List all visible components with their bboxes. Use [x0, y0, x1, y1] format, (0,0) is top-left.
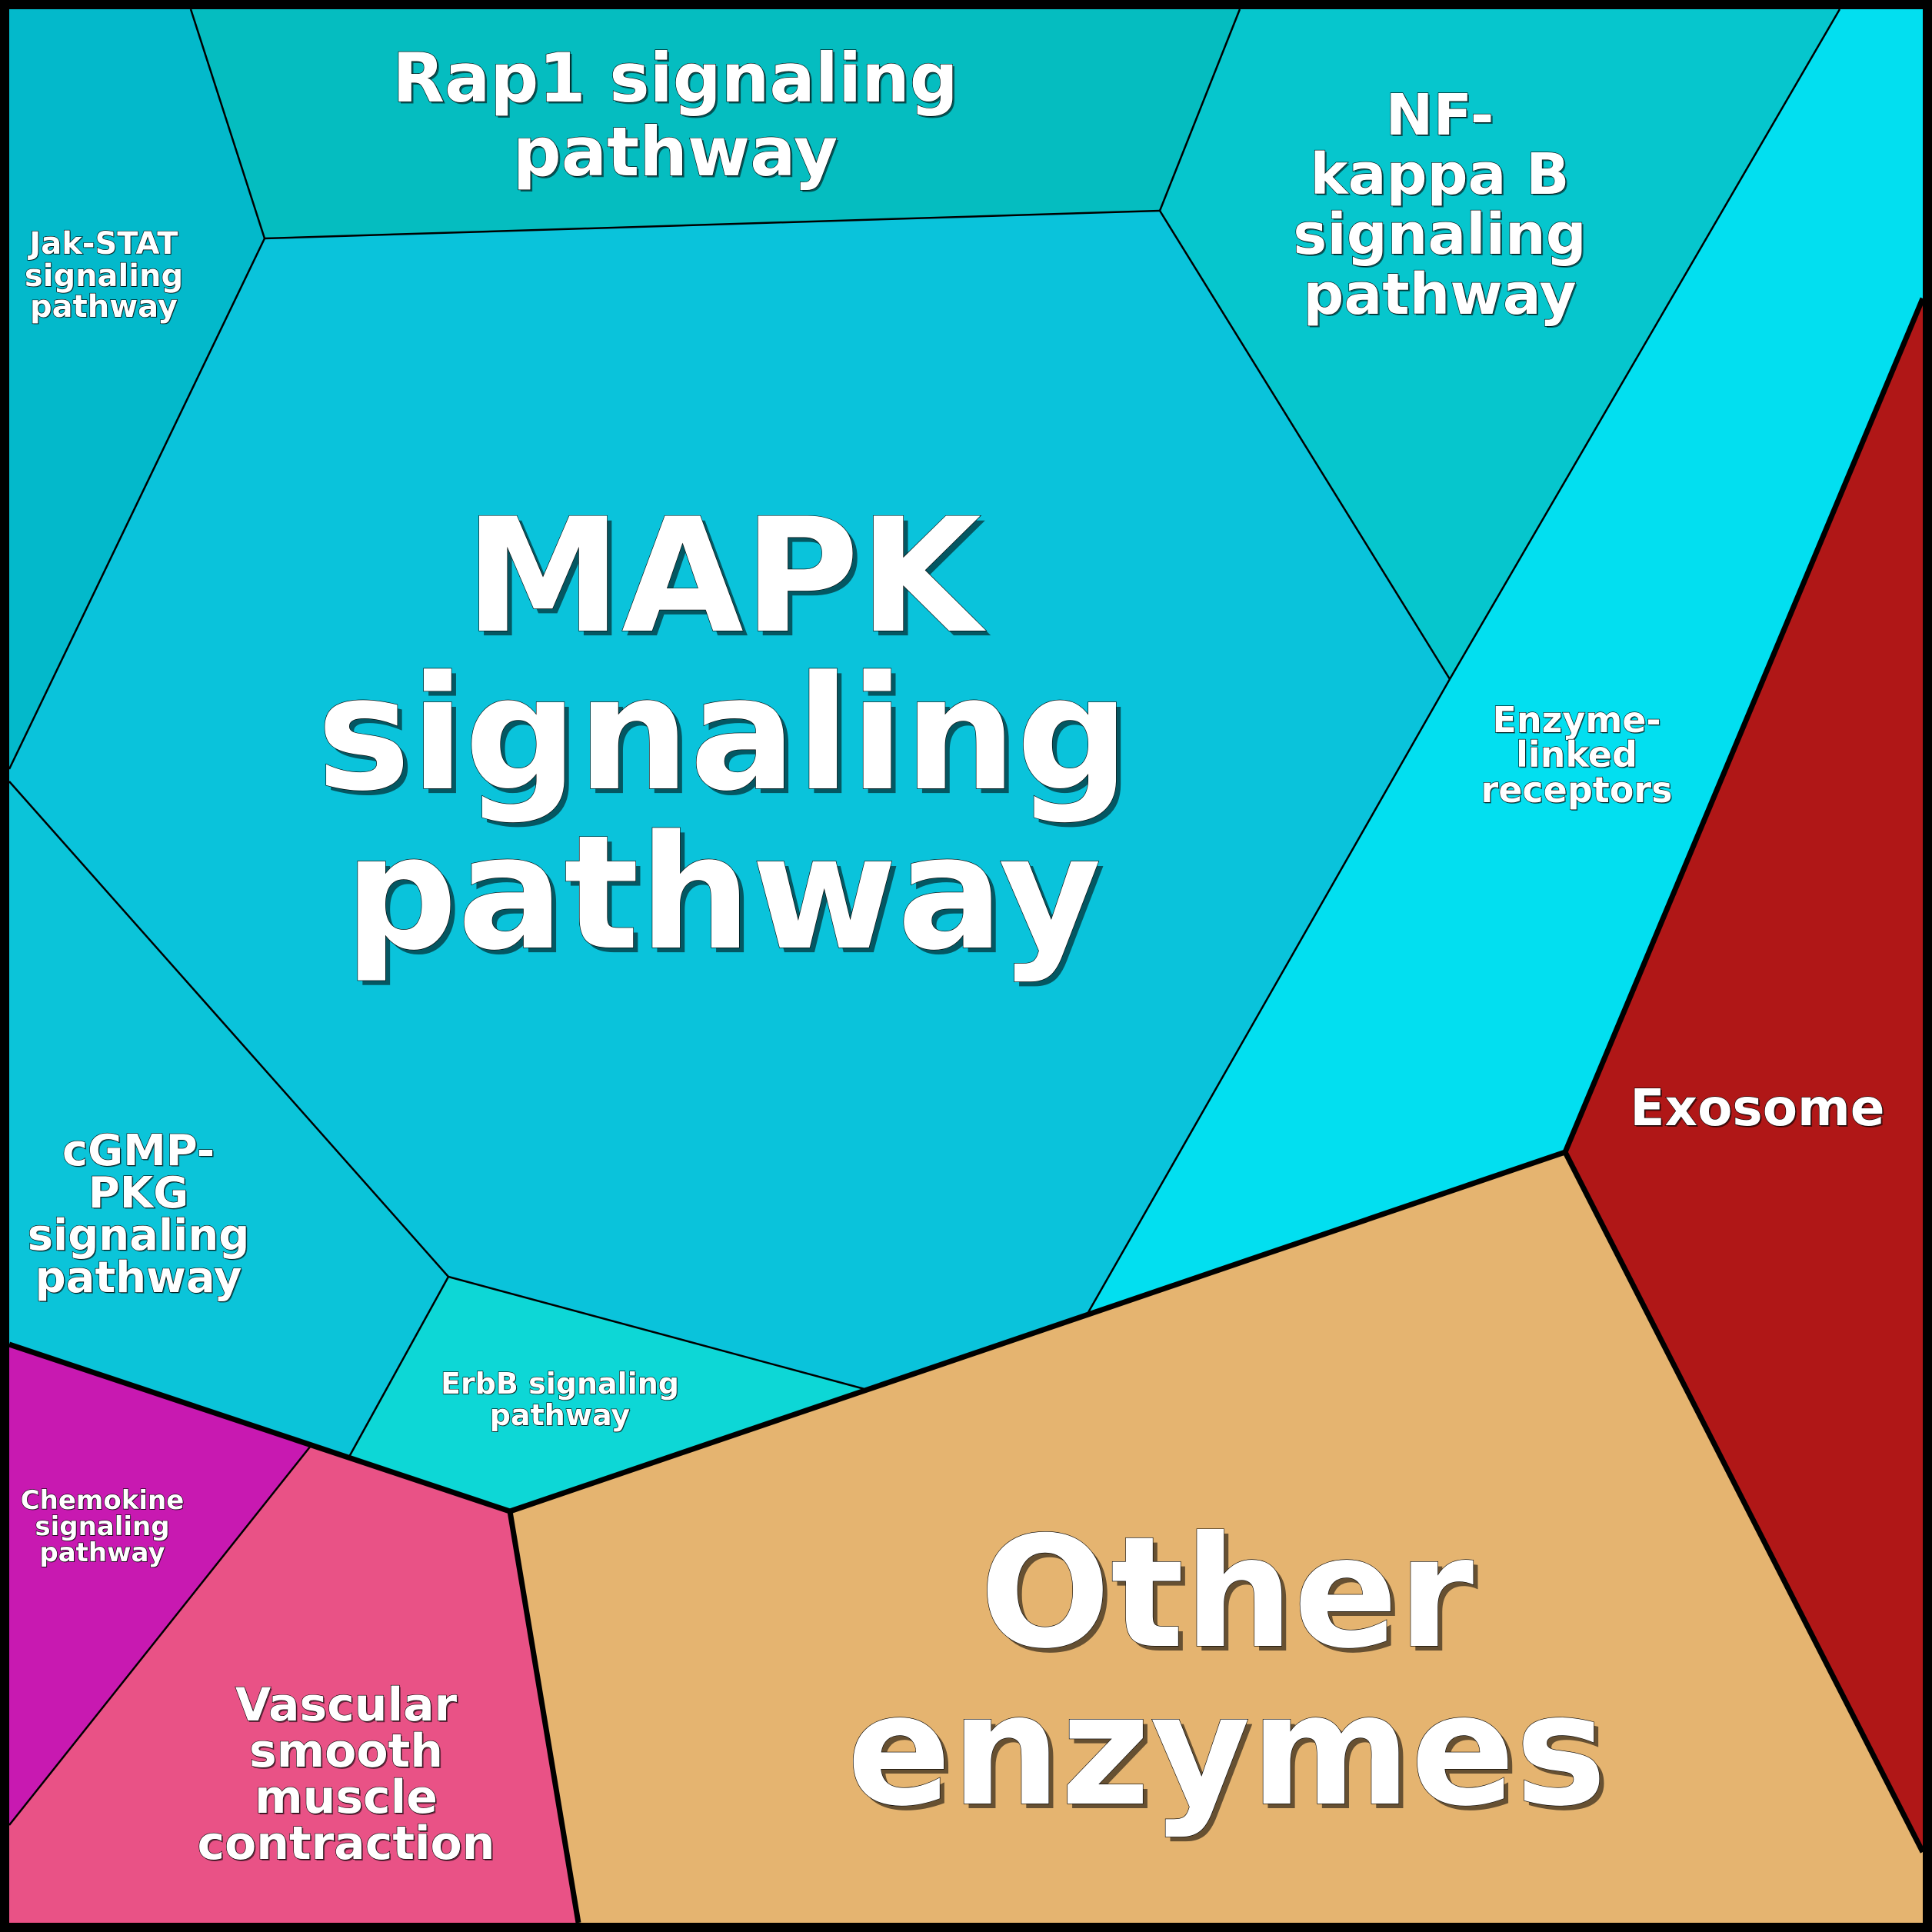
- cell-nfkb[interactable]: [1160, 9, 1840, 679]
- cell-mapk[interactable]: [8, 211, 1450, 1389]
- cell-label-other-enzymes: enzymes: [847, 1661, 1607, 1840]
- cell-label-vascular: smooth: [249, 1724, 443, 1778]
- cell-label-cgmp: cGMP-: [62, 1126, 215, 1176]
- cell-label-mapk: pathway: [345, 802, 1101, 985]
- cell-label-shadow: muscle: [256, 1772, 439, 1826]
- cell-label-shadow: Rap1 signaling: [395, 41, 961, 120]
- group-border: [507, 1511, 581, 1924]
- group-border: [1562, 297, 1926, 1154]
- cell-label-enzyme-linked: linked: [1516, 734, 1637, 775]
- cell-label-shadow: kappa B: [1312, 143, 1571, 209]
- cell-label-shadow: Vascular: [237, 1680, 459, 1734]
- cell-label-cgmp: signaling: [28, 1211, 250, 1261]
- cell-label-vascular: Vascular: [235, 1678, 458, 1732]
- cell-label-shadow: Exosome: [1631, 1080, 1886, 1139]
- cell-erbb[interactable]: [349, 1277, 864, 1511]
- cell-label-chemokine: Chemokine: [21, 1485, 185, 1516]
- cell-border: [264, 209, 1161, 240]
- cell-label-rap1: pathway: [513, 112, 838, 192]
- cell-label-shadow: enzymes: [851, 1666, 1611, 1845]
- cell-label-mapk: MAPK: [465, 485, 987, 668]
- cell-label-shadow: signaling: [25, 259, 184, 295]
- cell-label-jakstat: Jak-STAT: [27, 226, 178, 261]
- group-border: [1562, 1151, 1926, 1854]
- cell-exosome[interactable]: [1565, 298, 1923, 1852]
- cell-jakstat[interactable]: [9, 9, 265, 769]
- cell-label-mapk: signaling: [317, 643, 1130, 826]
- inner-borders: [8, 8, 1841, 1826]
- cell-label-shadow: signaling: [28, 1212, 251, 1262]
- cell-label-shadow: pathway: [36, 1254, 243, 1304]
- cell-label-erbb: ErbB signaling: [441, 1367, 679, 1401]
- cell-border: [8, 781, 449, 1277]
- cell-label-jakstat: signaling: [25, 258, 183, 294]
- cell-label-erbb: pathway: [490, 1398, 631, 1432]
- cell-border: [1158, 210, 1451, 680]
- cell-label-shadow: contraction: [198, 1818, 496, 1872]
- cells-layer: [8, 9, 1923, 1923]
- cell-chemokine[interactable]: [9, 1344, 311, 1825]
- cell-label-shadow: signaling: [35, 1512, 170, 1543]
- cell-label-shadow: Chemokine: [22, 1486, 185, 1517]
- group-borders: [8, 297, 1926, 1924]
- cell-label-shadow: Jak-STAT: [28, 227, 180, 262]
- cell-border: [1158, 8, 1241, 212]
- cell-cgmp[interactable]: [9, 781, 448, 1457]
- labels-layer: MAPKMAPKsignalingsignalingpathwaypathway…: [20, 38, 1886, 1872]
- cell-label-shadow: pathway: [31, 290, 178, 325]
- cell-label-jakstat: pathway: [30, 289, 178, 325]
- cell-label-cgmp: pathway: [35, 1253, 242, 1303]
- cell-label-shadow: PKG: [89, 1170, 189, 1220]
- cell-label-enzyme-linked: receptors: [1481, 769, 1673, 811]
- group-border: [508, 1149, 1567, 1514]
- cell-label-shadow: pathway: [515, 115, 839, 194]
- cell-label-shadow: pathway: [491, 1399, 631, 1433]
- cell-label-shadow: NF-: [1387, 84, 1496, 150]
- cell-border: [448, 1275, 865, 1391]
- cell-vascular[interactable]: [9, 1446, 578, 1923]
- cell-label-shadow: smooth: [251, 1726, 445, 1780]
- cell-label-shadow: signaling: [1295, 203, 1588, 269]
- cell-label-chemokine: pathway: [39, 1537, 165, 1568]
- cell-label-shadow: pathway: [349, 807, 1106, 990]
- cell-label-shadow: cGMP-: [64, 1128, 216, 1178]
- cell-label-shadow: receptors: [1482, 770, 1674, 811]
- cell-label-enzyme-linked: Enzyme-: [1492, 699, 1661, 741]
- cell-label-cgmp: PKG: [88, 1168, 188, 1218]
- cell-border: [189, 8, 266, 239]
- cell-label-other-enzymes: Other: [980, 1504, 1474, 1683]
- cell-border: [348, 1276, 450, 1457]
- cell-label-exosome: Exosome: [1630, 1078, 1884, 1138]
- cell-label-chemokine: signaling: [35, 1511, 169, 1542]
- cell-label-nfkb: NF-: [1386, 82, 1494, 148]
- cell-border: [1448, 8, 1841, 680]
- cell-label-shadow: signaling: [321, 648, 1134, 831]
- cell-label-nfkb: pathway: [1303, 261, 1576, 328]
- cell-other-enzymes[interactable]: [510, 1152, 1923, 1923]
- cell-border: [1086, 678, 1451, 1314]
- cell-rap1[interactable]: [191, 9, 1240, 238]
- cell-label-shadow: pathway: [40, 1538, 165, 1569]
- cell-border: [8, 238, 266, 770]
- cell-label-nfkb: signaling: [1293, 202, 1586, 268]
- cell-label-shadow: Enzyme-: [1494, 700, 1662, 741]
- cell-label-shadow: linked: [1517, 734, 1638, 776]
- cell-label-rap1: Rap1 signaling: [392, 38, 958, 118]
- cell-label-shadow: pathway: [1305, 263, 1578, 329]
- cell-label-shadow: MAPK: [469, 490, 991, 673]
- cell-label-shadow: Other: [984, 1508, 1479, 1687]
- group-border: [8, 1341, 511, 1514]
- cell-enzyme-linked[interactable]: [1088, 9, 1923, 1314]
- cell-label-vascular: contraction: [197, 1817, 495, 1870]
- cell-label-nfkb: kappa B: [1310, 142, 1569, 208]
- cell-border: [8, 1445, 311, 1826]
- cell-label-shadow: ErbB signaling: [441, 1367, 680, 1401]
- cell-label-vascular: muscle: [255, 1770, 438, 1824]
